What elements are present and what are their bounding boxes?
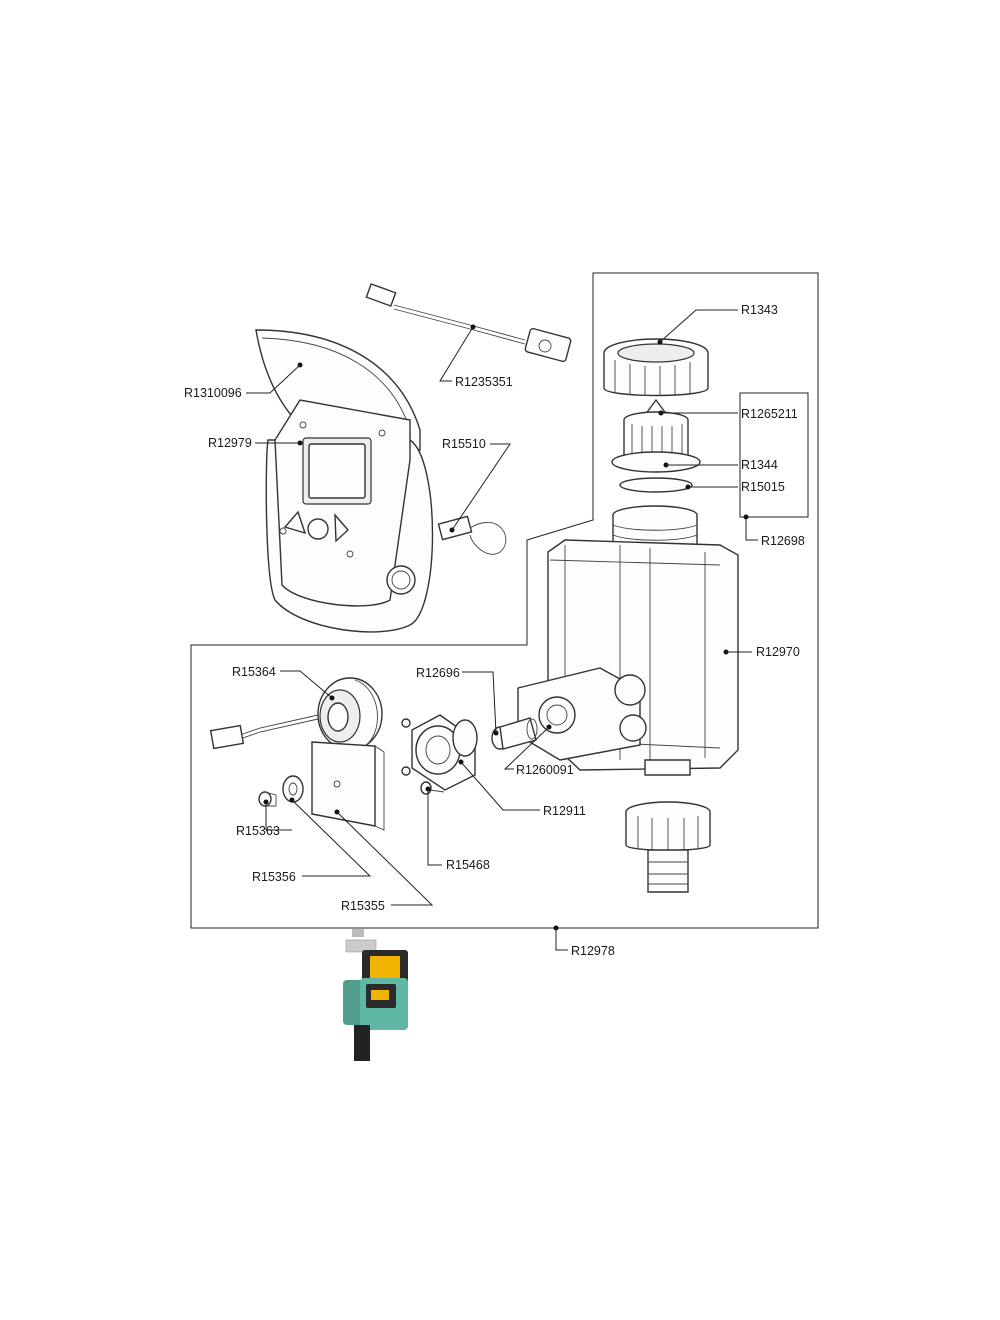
label-r15356: R15356 <box>252 870 296 884</box>
hose-connector-part <box>625 801 711 893</box>
leader-lines <box>246 309 758 951</box>
valve-cap-part <box>401 714 478 795</box>
label-r15363: R15363 <box>236 824 280 838</box>
label-r12698: R12698 <box>761 534 805 548</box>
product-photo <box>343 929 408 1061</box>
label-r12978: R12978 <box>571 944 615 958</box>
label-r12696: R12696 <box>416 666 460 680</box>
label-r1265211: R1265211 <box>741 407 798 421</box>
label-r15355: R15355 <box>341 899 385 913</box>
connector-loop-part <box>437 515 507 555</box>
valve-body-part <box>517 539 739 776</box>
label-r1310096: R1310096 <box>184 386 242 400</box>
label-r15510: R15510 <box>442 437 486 451</box>
label-r12979: R12979 <box>208 436 252 450</box>
label-r1235351: R1235351 <box>455 375 513 389</box>
washer-part <box>282 775 304 803</box>
label-r12970: R12970 <box>756 645 800 659</box>
nut-part <box>603 338 709 397</box>
label-r12911: R12911 <box>543 804 586 818</box>
solenoid-coil-part <box>209 677 383 751</box>
subassembly-boundary <box>739 392 809 518</box>
label-r1344: R1344 <box>741 458 778 472</box>
bracket-part <box>311 741 385 831</box>
label-r15015: R15015 <box>741 480 785 494</box>
adapter-part <box>611 398 701 493</box>
label-r1260091: R1260091 <box>516 763 574 777</box>
label-r15364: R15364 <box>232 665 276 679</box>
label-r1343: R1343 <box>741 303 778 317</box>
timer-housing-part <box>255 329 434 633</box>
sensor-cable-part <box>365 283 572 363</box>
assembly-boundary <box>190 272 819 929</box>
label-r15468: R15468 <box>446 858 490 872</box>
